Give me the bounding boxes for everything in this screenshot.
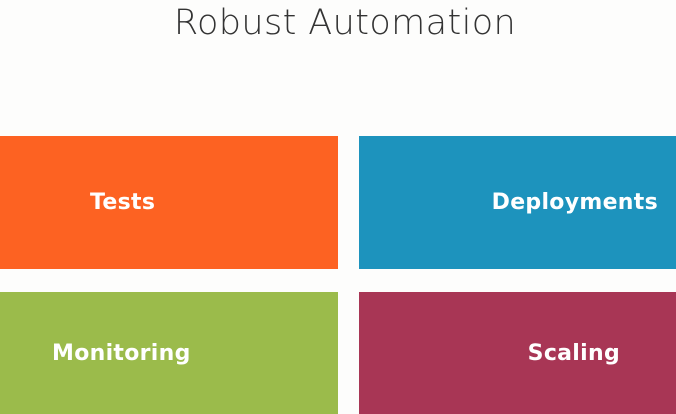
tile-label-scaling: Scaling xyxy=(527,340,620,366)
tile-scaling: Scaling xyxy=(359,292,676,414)
tile-label-monitoring: Monitoring xyxy=(52,340,191,366)
tile-deployments: Deployments xyxy=(359,136,676,269)
tile-label-deployments: Deployments xyxy=(491,190,658,215)
tile-monitoring: Monitoring xyxy=(0,292,338,414)
tile-label-tests: Tests xyxy=(90,190,156,215)
diagram-title: Robust Automation xyxy=(173,3,517,43)
tile-tests: Tests xyxy=(0,136,338,269)
